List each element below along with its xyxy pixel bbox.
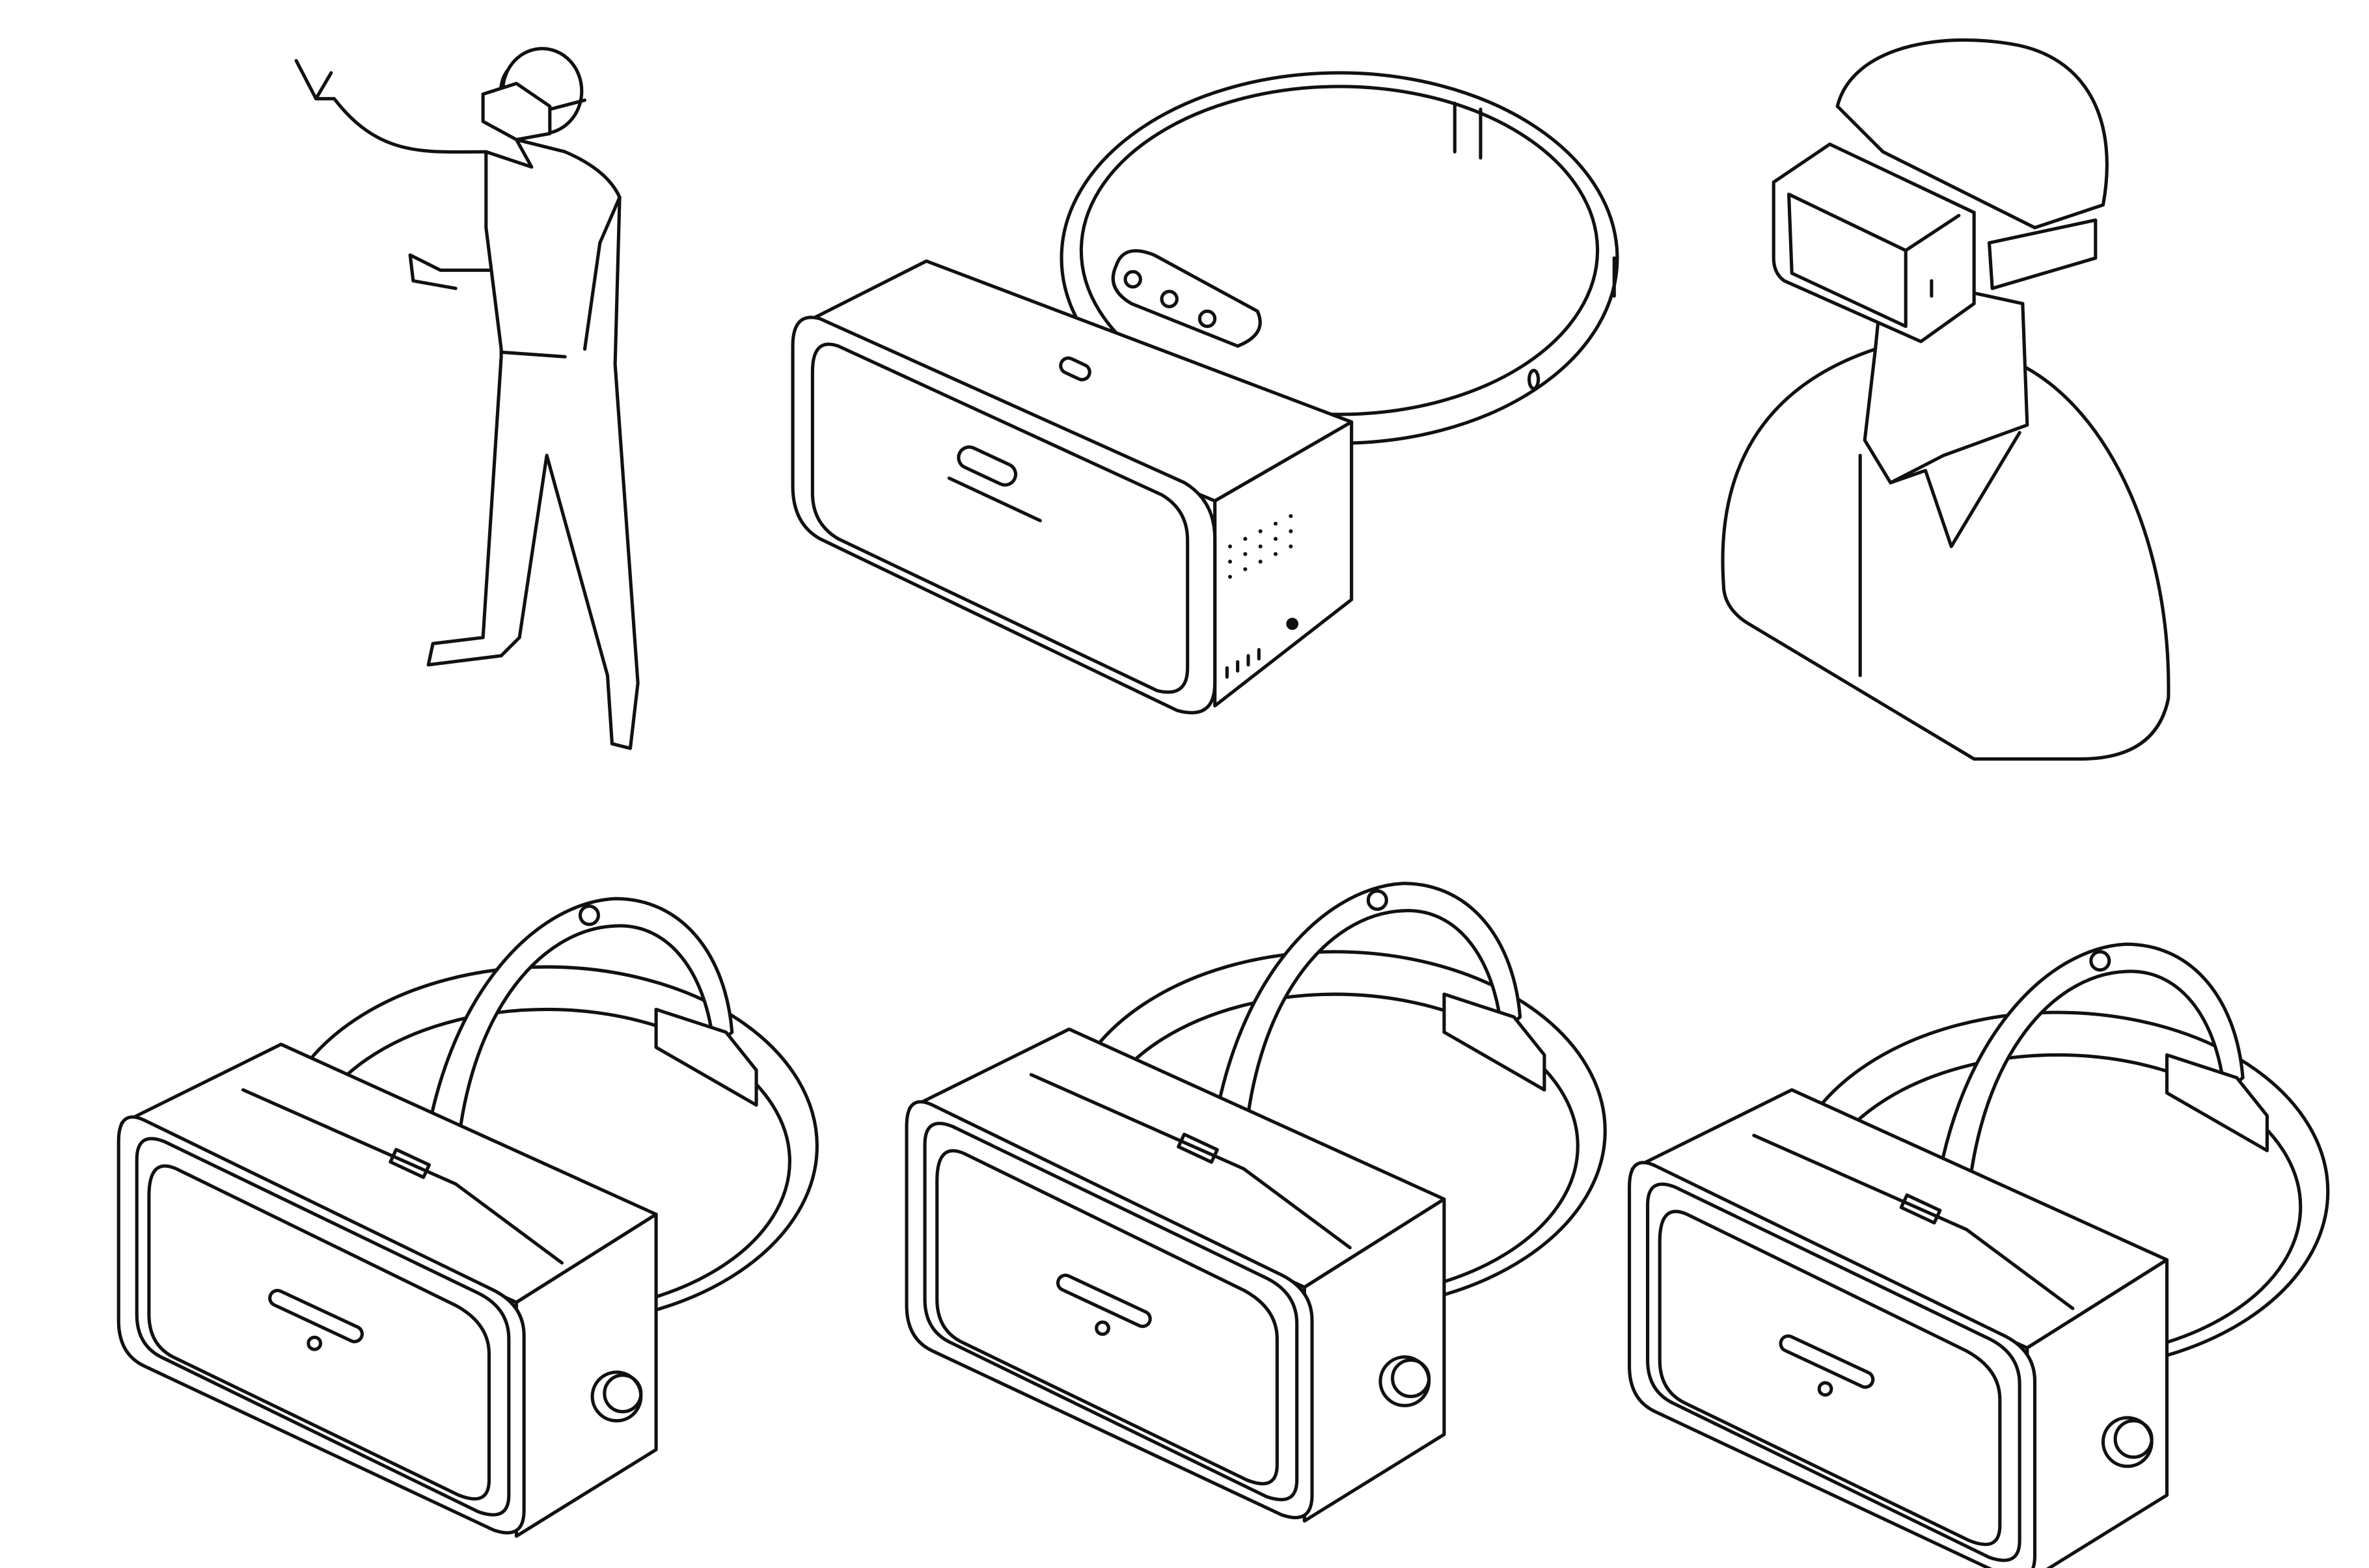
- vr-user-standing-icon: [294, 47, 640, 750]
- vr-user-bust-icon: [1721, 38, 2170, 761]
- vr-headset-ring-strap-icon: [791, 71, 1619, 714]
- vr-headset-strap-icon-2: [907, 884, 1605, 1521]
- vr-headset-strap-icon-1: [118, 899, 817, 1536]
- speaker-grille-icon: [1227, 514, 1293, 579]
- vr-headset-strap-icon-3: [1630, 944, 2328, 1568]
